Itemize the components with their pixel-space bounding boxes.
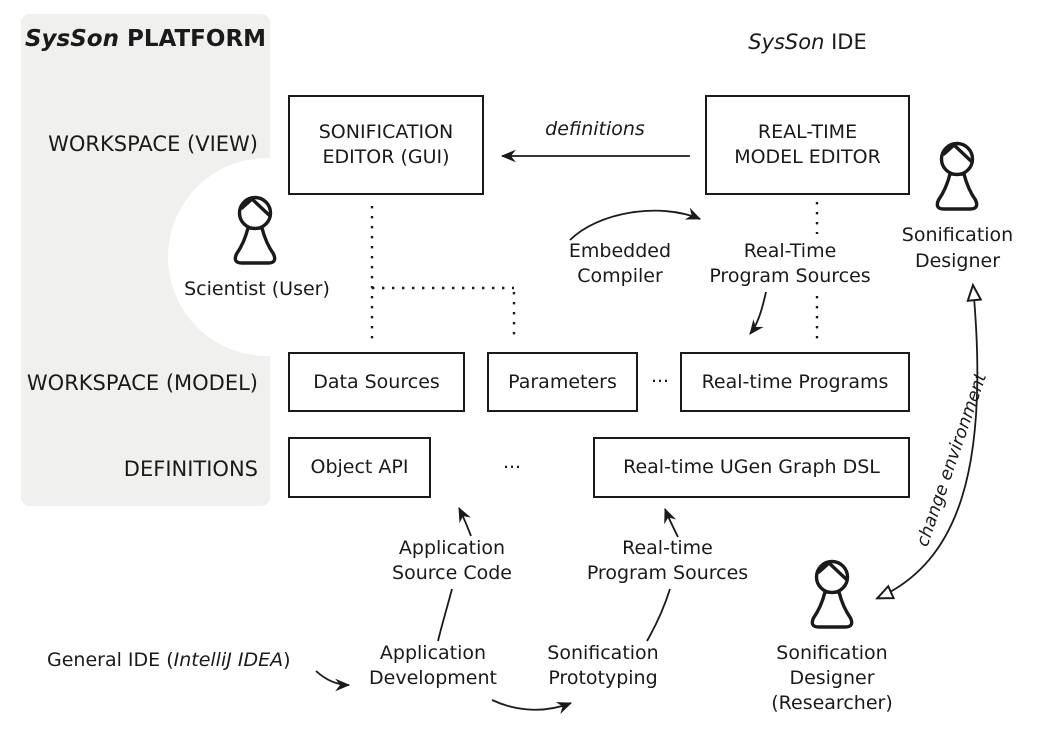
definitions-row-ellipsis: ... <box>502 451 522 473</box>
row-label-workspace-model: WORKSPACE (MODEL) <box>26 371 258 395</box>
row-label-definitions: DEFINITIONS <box>123 457 258 481</box>
designer-top-label: Sonification Designer <box>901 224 1014 272</box>
appdev-to-sourcecode-line <box>437 588 453 642</box>
sonification-prototyping-label: Sonification Prototyping <box>547 642 659 689</box>
designer-top-person-icon <box>935 141 979 211</box>
definitions-arrow-label: definitions <box>545 118 645 140</box>
general-ide-product: IntelliJ IDEA <box>173 649 284 671</box>
data-sources-box: Data Sources <box>288 352 465 412</box>
application-source-code-label: Application Source Code <box>392 537 512 584</box>
ide-title: SysSon IDE <box>700 30 915 54</box>
model-editor-box: REAL-TIME MODEL EDITOR <box>705 95 910 195</box>
designer-bottom-person-icon <box>810 559 854 629</box>
embedded-compiler-label: Embedded Compiler <box>568 240 672 287</box>
ugen-dsl-box: Real-time UGen Graph DSL <box>593 437 910 498</box>
platform-title-rest: PLATFORM <box>126 26 267 52</box>
ide-title-rest: IDE <box>831 30 867 54</box>
sonification-editor-box: SONIFICATION EDITOR (GUI) <box>288 95 484 195</box>
workspace-row-ellipsis: ... <box>650 365 670 387</box>
embedded-compiler-arrow <box>569 207 702 241</box>
row-label-workspace-view: WORKSPACE (VIEW) <box>48 132 258 156</box>
source-code-to-objectapi-arrow <box>458 507 472 537</box>
platform-title-brand: SysSon <box>24 26 119 52</box>
rtsources-to-ugen-arrow <box>664 507 679 538</box>
general-ide-suffix: ) <box>283 649 291 671</box>
rt-program-sources-top-label: Real-Time Program Sources <box>709 240 871 287</box>
appdev-to-prototyping-arrow <box>491 699 573 715</box>
general-ide-label: General IDE (IntelliJ IDEA) <box>47 648 317 673</box>
designer-researcher-label: Sonification Designer (Researcher) <box>771 642 893 714</box>
change-environment-label: change environment <box>912 370 992 550</box>
general-ide-prefix: General IDE ( <box>47 649 174 671</box>
scientist-label: Scientist (User) <box>184 278 330 300</box>
object-api-box: Object API <box>288 437 431 498</box>
platform-title: SysSon PLATFORM <box>21 26 270 52</box>
program-sources-to-programs-arrow <box>749 291 767 335</box>
ide-title-brand: SysSon <box>748 30 825 54</box>
application-development-label: Application Development <box>369 642 497 689</box>
rt-program-sources-bottom-label: Real-time Program Sources <box>586 537 749 584</box>
prototyping-to-rtsources-line <box>646 588 671 642</box>
parameters-box: Parameters <box>487 352 638 412</box>
realtime-programs-box: Real-time Programs <box>680 352 910 412</box>
